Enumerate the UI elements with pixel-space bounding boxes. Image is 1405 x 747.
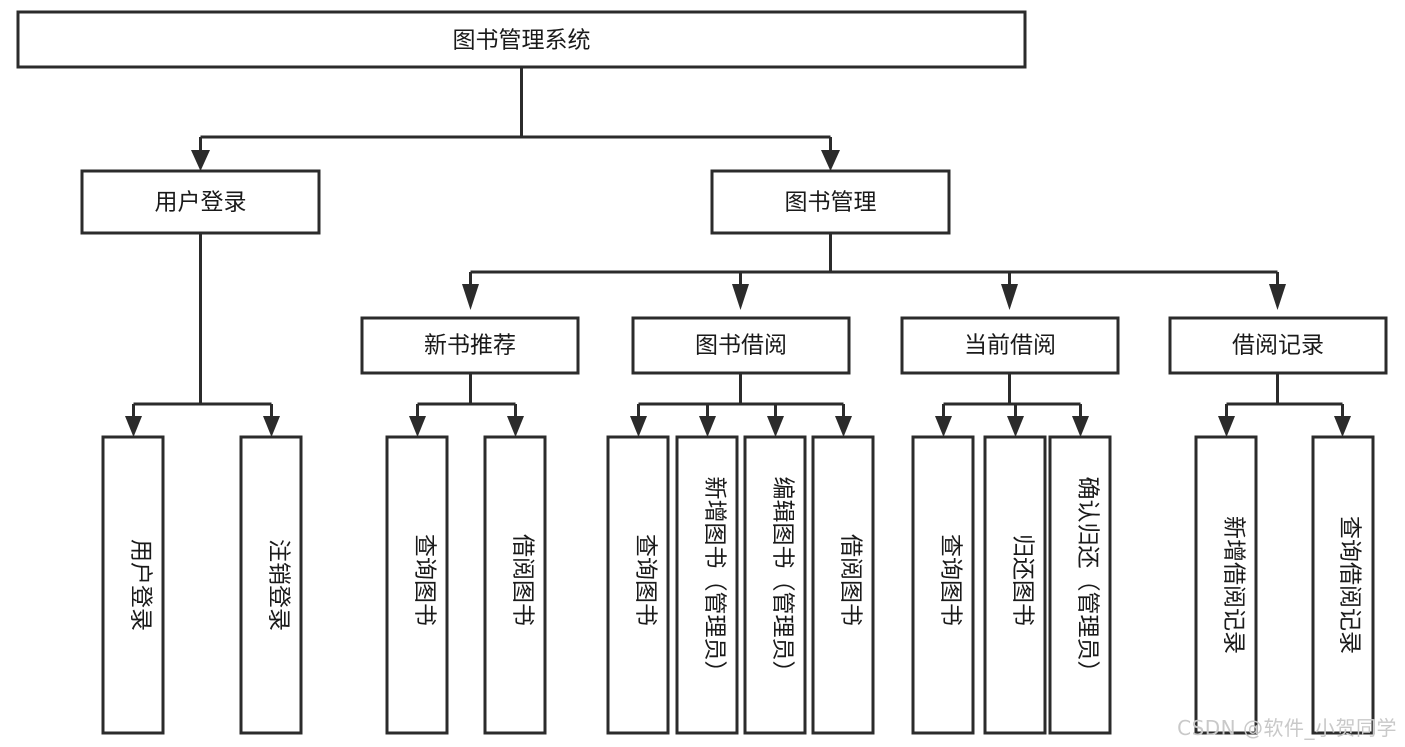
- leaf-query-record[interactable]: 查询借阅记录: [1311, 435, 1375, 735]
- leaf-user-login[interactable]: 用户登录: [101, 435, 165, 735]
- leaf-borrow-book-2-box[interactable]: [811, 435, 875, 735]
- arrow-head-leaf-query-book-2: [630, 416, 647, 437]
- leaf-borrow-book-2-label: 借阅图书: [838, 534, 864, 626]
- leaf-confirm-return-label: 确认归还（管理员）: [1075, 477, 1101, 684]
- leaf-edit-book-label: 编辑图书（管理员）: [770, 477, 796, 684]
- leaf-user-login-label: 用户登录: [128, 539, 154, 631]
- leaf-query-book-1-box[interactable]: [385, 435, 449, 735]
- arrow-head-leaf-query-book-3: [935, 416, 952, 437]
- leaf-confirm-return[interactable]: 确认归还（管理员）: [1048, 435, 1112, 735]
- arrow-head-leaf-add-book: [699, 416, 716, 437]
- leaf-add-book-label: 新增图书（管理员）: [702, 477, 728, 684]
- arrow-head-leaf-confirm-return: [1072, 416, 1089, 437]
- leaf-edit-book[interactable]: 编辑图书（管理员）: [743, 435, 807, 735]
- node-current-borrow-box[interactable]: [900, 316, 1120, 375]
- arrow-head-leaf-borrow-book-2: [835, 416, 852, 437]
- arrow-head-leaf-query-book-1: [409, 416, 426, 437]
- node-new-book-recommend[interactable]: 新书推荐: [360, 316, 580, 375]
- node-book-borrow[interactable]: 图书借阅: [631, 316, 851, 375]
- arrow-head-leaf-edit-book: [767, 416, 784, 437]
- leaf-borrow-book-1-label: 借阅图书: [510, 534, 536, 626]
- leaf-return-book-label: 归还图书: [1010, 534, 1036, 626]
- leaf-borrow-book-1[interactable]: 借阅图书: [483, 435, 547, 735]
- leaf-confirm-return-box[interactable]: [1048, 435, 1112, 735]
- leaf-query-book-2[interactable]: 查询图书: [606, 435, 670, 735]
- leaf-query-book-1[interactable]: 查询图书: [385, 435, 449, 735]
- leaf-add-record[interactable]: 新增借阅记录: [1194, 435, 1258, 735]
- arrow-head-leaf-query-record: [1334, 416, 1351, 437]
- node-new-book-recommend-box[interactable]: [360, 316, 580, 375]
- node-book-management-label: 图书管理: [785, 190, 877, 216]
- leaf-query-book-3[interactable]: 查询图书: [911, 435, 975, 735]
- node-borrow-record-label: 借阅记录: [1232, 333, 1324, 359]
- connector-layer: [125, 67, 1351, 437]
- leaf-user-login-box[interactable]: [101, 435, 165, 735]
- leaf-logout-label: 注销登录: [266, 539, 292, 631]
- leaf-query-record-label: 查询借阅记录: [1337, 516, 1363, 654]
- leaf-query-book-3-box[interactable]: [911, 435, 975, 735]
- leaf-borrow-book-1-box[interactable]: [483, 435, 547, 735]
- arrow-head-leaf-add-record: [1218, 416, 1235, 437]
- leaf-edit-book-box[interactable]: [743, 435, 807, 735]
- leaf-add-book-box[interactable]: [675, 435, 739, 735]
- node-root[interactable]: 图书管理系统: [16, 10, 1027, 69]
- arrow-head-current-borrow: [1001, 284, 1018, 310]
- arrow-head-leaf-user-login: [125, 416, 142, 437]
- leaf-return-book-box[interactable]: [983, 435, 1047, 735]
- arrow-head-leaf-logout: [263, 416, 280, 437]
- node-borrow-record-box[interactable]: [1168, 316, 1388, 375]
- node-user-login[interactable]: 用户登录: [80, 169, 321, 235]
- leaf-query-book-1-label: 查询图书: [412, 534, 438, 626]
- leaf-add-record-label: 新增借阅记录: [1221, 516, 1247, 654]
- arrow-head-leaf-borrow-book-1: [507, 416, 524, 437]
- node-root-label: 图书管理系统: [453, 28, 591, 54]
- node-book-management-box[interactable]: [710, 169, 951, 235]
- leaf-logout[interactable]: 注销登录: [239, 435, 303, 735]
- node-current-borrow-label: 当前借阅: [964, 333, 1056, 359]
- node-current-borrow[interactable]: 当前借阅: [900, 316, 1120, 375]
- node-user-login-label: 用户登录: [155, 190, 247, 216]
- arrow-head-user-login: [191, 150, 210, 171]
- arrow-head-borrow-record: [1269, 284, 1286, 310]
- leaf-logout-box[interactable]: [239, 435, 303, 735]
- node-user-login-box[interactable]: [80, 169, 321, 235]
- node-root-box[interactable]: [16, 10, 1027, 69]
- node-new-book-recommend-label: 新书推荐: [424, 333, 516, 359]
- leaf-query-book-3-label: 查询图书: [938, 534, 964, 626]
- node-book-borrow-label: 图书借阅: [695, 333, 787, 359]
- arrow-head-book-borrow: [732, 284, 749, 310]
- leaf-add-record-box[interactable]: [1194, 435, 1258, 735]
- arrow-head-leaf-return-book: [1007, 416, 1024, 437]
- leaf-query-record-box[interactable]: [1311, 435, 1375, 735]
- leaf-return-book[interactable]: 归还图书: [983, 435, 1047, 735]
- node-borrow-record[interactable]: 借阅记录: [1168, 316, 1388, 375]
- node-book-management[interactable]: 图书管理: [710, 169, 951, 235]
- leaf-borrow-book-2[interactable]: 借阅图书: [811, 435, 875, 735]
- leaf-query-book-2-box[interactable]: [606, 435, 670, 735]
- arrow-head-new-book-recommend: [462, 284, 479, 310]
- node-book-borrow-box[interactable]: [631, 316, 851, 375]
- arrow-head-book-management: [821, 150, 840, 171]
- leaf-query-book-2-label: 查询图书: [633, 534, 659, 626]
- leaf-add-book[interactable]: 新增图书（管理员）: [675, 435, 739, 735]
